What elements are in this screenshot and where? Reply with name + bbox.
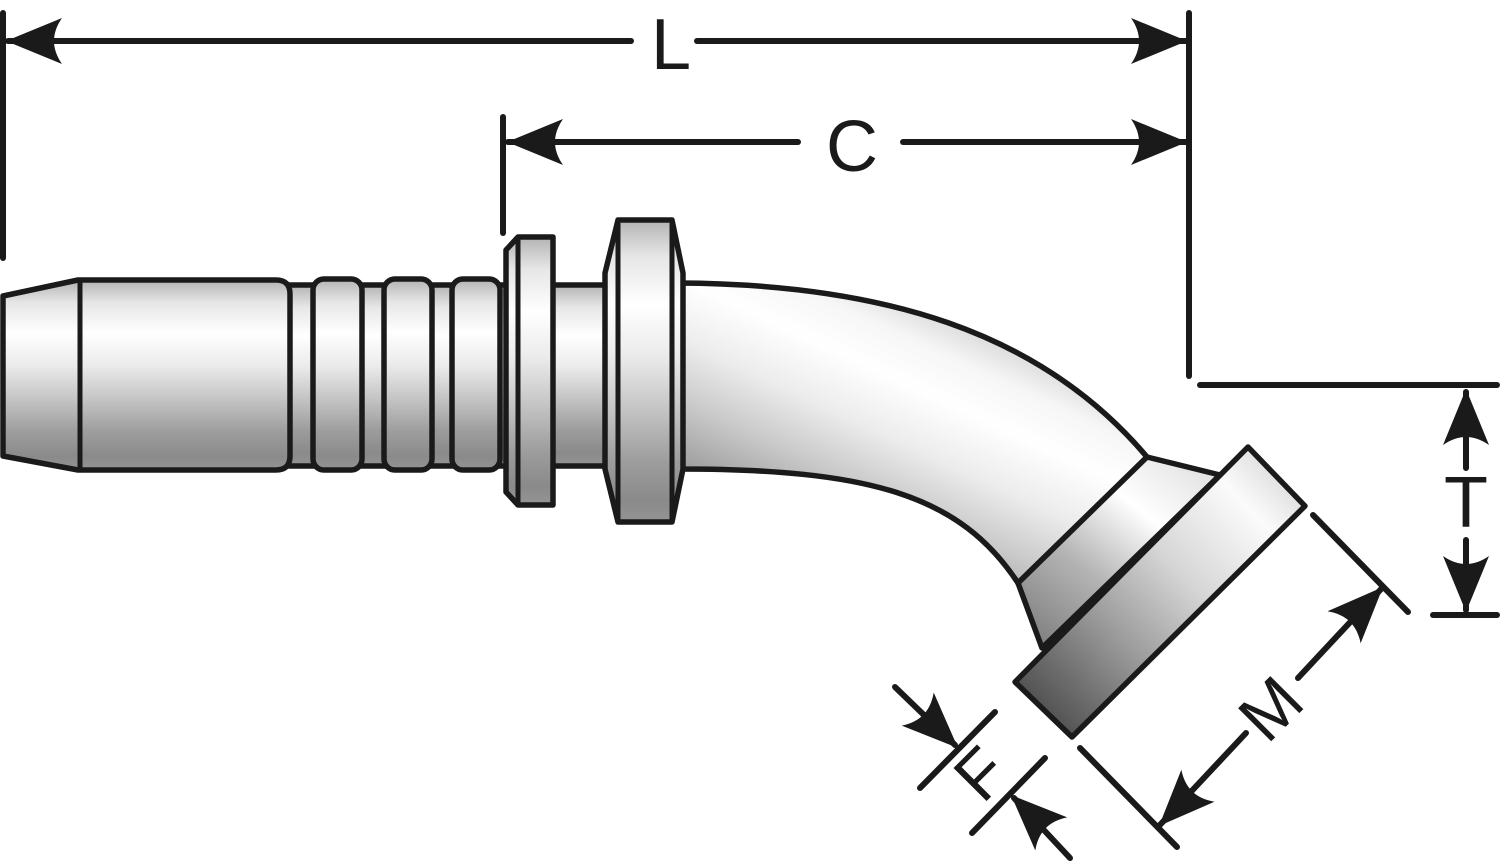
barb-rings — [310, 276, 503, 473]
extension-line — [969, 755, 1048, 836]
dim-label-T: T — [1444, 463, 1488, 543]
extension-line — [917, 709, 998, 791]
hex-collar — [602, 217, 686, 525]
dim-label-L: L — [651, 5, 691, 85]
arrowhead-left-icon — [507, 119, 563, 165]
arrowhead-left-icon — [6, 18, 62, 64]
dim-label-C: C — [826, 107, 878, 187]
arrowhead-down-icon — [1443, 556, 1489, 612]
arrowhead-up-icon — [1443, 389, 1489, 445]
washer-collar — [503, 234, 556, 508]
barb-ring — [310, 276, 365, 473]
extension-line — [1310, 512, 1411, 615]
arrowhead-right-icon — [1131, 18, 1187, 64]
extension-line — [1077, 745, 1180, 850]
hose-stem — [0, 277, 293, 473]
arrowhead-right-icon — [1131, 119, 1187, 165]
dim-T: T — [1197, 382, 1500, 618]
barb-ring — [449, 276, 503, 473]
flange-cone — [1015, 454, 1223, 651]
barb-ring — [381, 276, 435, 473]
dim-C: C — [500, 107, 1189, 236]
dim-L: L — [0, 5, 1192, 379]
fitting-body — [0, 217, 1308, 740]
flange-disc — [1012, 444, 1308, 740]
